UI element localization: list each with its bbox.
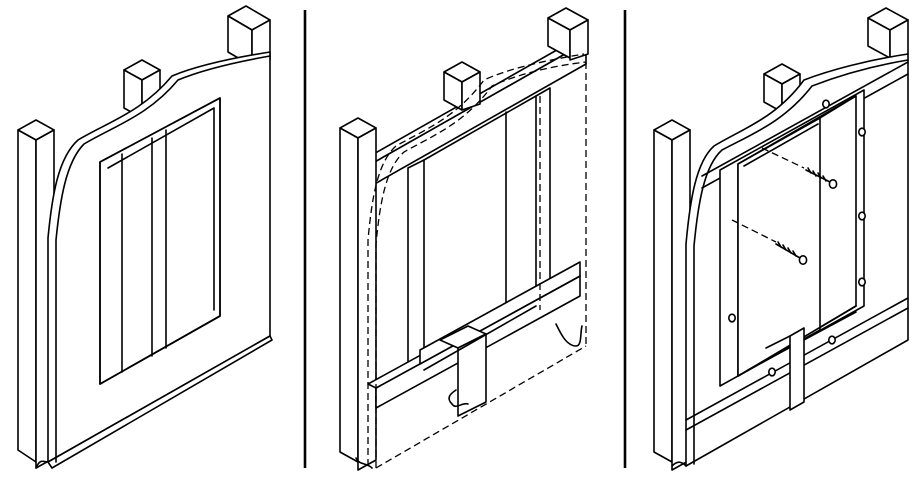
panel-3 xyxy=(653,7,909,471)
framing-posts xyxy=(339,7,589,471)
screw-upper-icon xyxy=(761,147,838,190)
sill-rails xyxy=(355,261,583,469)
panel-2 xyxy=(339,7,589,471)
hidden-wall-outline xyxy=(367,53,587,469)
screw-lower-icon xyxy=(731,219,808,266)
window-opening xyxy=(99,97,221,385)
window-frame xyxy=(719,89,865,411)
top-plate xyxy=(355,37,587,191)
left-post xyxy=(17,119,55,469)
panel-1 xyxy=(17,5,273,469)
panel-3-posts xyxy=(653,7,909,471)
framing-opening xyxy=(423,95,537,371)
screw-holes xyxy=(727,99,866,377)
